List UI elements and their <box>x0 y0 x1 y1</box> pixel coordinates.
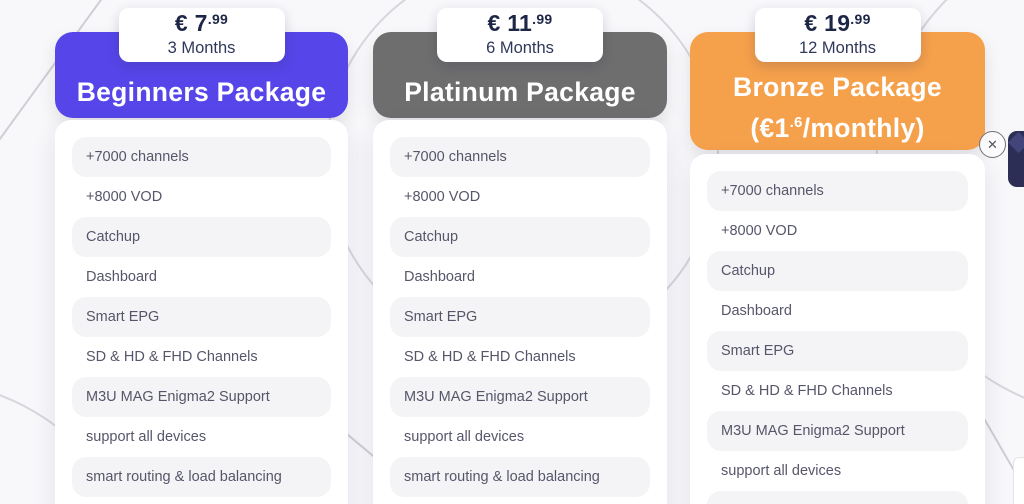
price-label: € 19.99 <box>804 10 871 36</box>
feature-item: +8000 VOD <box>86 189 163 205</box>
feature-item: Catchup <box>707 251 968 291</box>
price-badge: € 11.99 6 Months <box>437 8 603 62</box>
mountain-icon <box>1008 131 1024 154</box>
package-title: Bronze Package (€1.6/monthly) <box>733 70 942 146</box>
feature-item: Catchup <box>72 217 331 257</box>
package-title: Platinum Package <box>404 76 636 107</box>
price-label: € 7.99 <box>174 10 229 36</box>
feature-item: M3U MAG Enigma2 Support <box>390 377 650 417</box>
close-icon: ✕ <box>987 137 998 152</box>
package-header: Platinum Package <box>373 32 667 118</box>
price-badge: € 7.99 3 Months <box>118 8 285 62</box>
feature-item: M3U MAG Enigma2 Support <box>72 377 331 417</box>
feature-item: Dashboard <box>404 269 475 285</box>
price-cents: .99 <box>532 11 553 27</box>
feature-item: SD & HD & FHD Channels <box>86 349 258 365</box>
feature-list: +7000 channels +8000 VOD Catchup Dashboa… <box>690 154 985 504</box>
package-card-platinum: € 11.99 6 Months Platinum Package +7000 … <box>373 8 667 504</box>
feature-item: Catchup <box>390 217 650 257</box>
price-cents: .99 <box>850 11 871 27</box>
feature-item: smart routing & load balancing <box>707 491 968 504</box>
price-cents: .99 <box>207 11 229 27</box>
feature-item: Smart EPG <box>707 331 968 371</box>
package-card-bronze: € 19.99 12 Months Bronze Package (€1.6/m… <box>690 8 985 504</box>
feature-item: +7000 channels <box>390 137 650 177</box>
popup-panel-edge <box>1013 457 1024 504</box>
feature-item: support all devices <box>86 429 207 445</box>
feature-list: +7000 channels +8000 VOD Catchup Dashboa… <box>373 120 667 504</box>
popup-widget-corner[interactable] <box>1008 131 1024 187</box>
feature-item: support all devices <box>404 429 525 445</box>
feature-item: Dashboard <box>721 303 792 319</box>
duration-label: 6 Months <box>486 39 554 57</box>
feature-item: M3U MAG Enigma2 Support <box>707 411 968 451</box>
feature-item: +7000 channels <box>707 171 968 211</box>
package-title-line2: (€1.6/monthly) <box>750 112 925 143</box>
duration-label: 3 Months <box>167 39 236 57</box>
feature-item: Dashboard <box>86 269 157 285</box>
price-badge: € 19.99 12 Months <box>754 8 921 62</box>
feature-item: smart routing & load balancing <box>390 457 650 497</box>
feature-item: SD & HD & FHD Channels <box>404 349 576 365</box>
close-button[interactable]: ✕ <box>979 131 1006 158</box>
feature-item: SD & HD & FHD Channels <box>721 383 893 399</box>
feature-item: +7000 channels <box>72 137 331 177</box>
package-title-line1: Bronze Package <box>733 72 942 103</box>
feature-item: +8000 VOD <box>721 223 798 239</box>
price-label: € 11.99 <box>487 10 553 36</box>
feature-item: Smart EPG <box>72 297 331 337</box>
package-card-beginners: € 7.99 3 Months Beginners Package +7000 … <box>55 8 348 504</box>
feature-item: smart routing & load balancing <box>72 457 331 497</box>
feature-item: support all devices <box>721 463 842 479</box>
feature-item: +8000 VOD <box>404 189 481 205</box>
feature-list: +7000 channels +8000 VOD Catchup Dashboa… <box>55 120 348 504</box>
package-title: Beginners Package <box>76 76 327 107</box>
duration-label: 12 Months <box>798 39 877 57</box>
feature-item: Smart EPG <box>390 297 650 337</box>
